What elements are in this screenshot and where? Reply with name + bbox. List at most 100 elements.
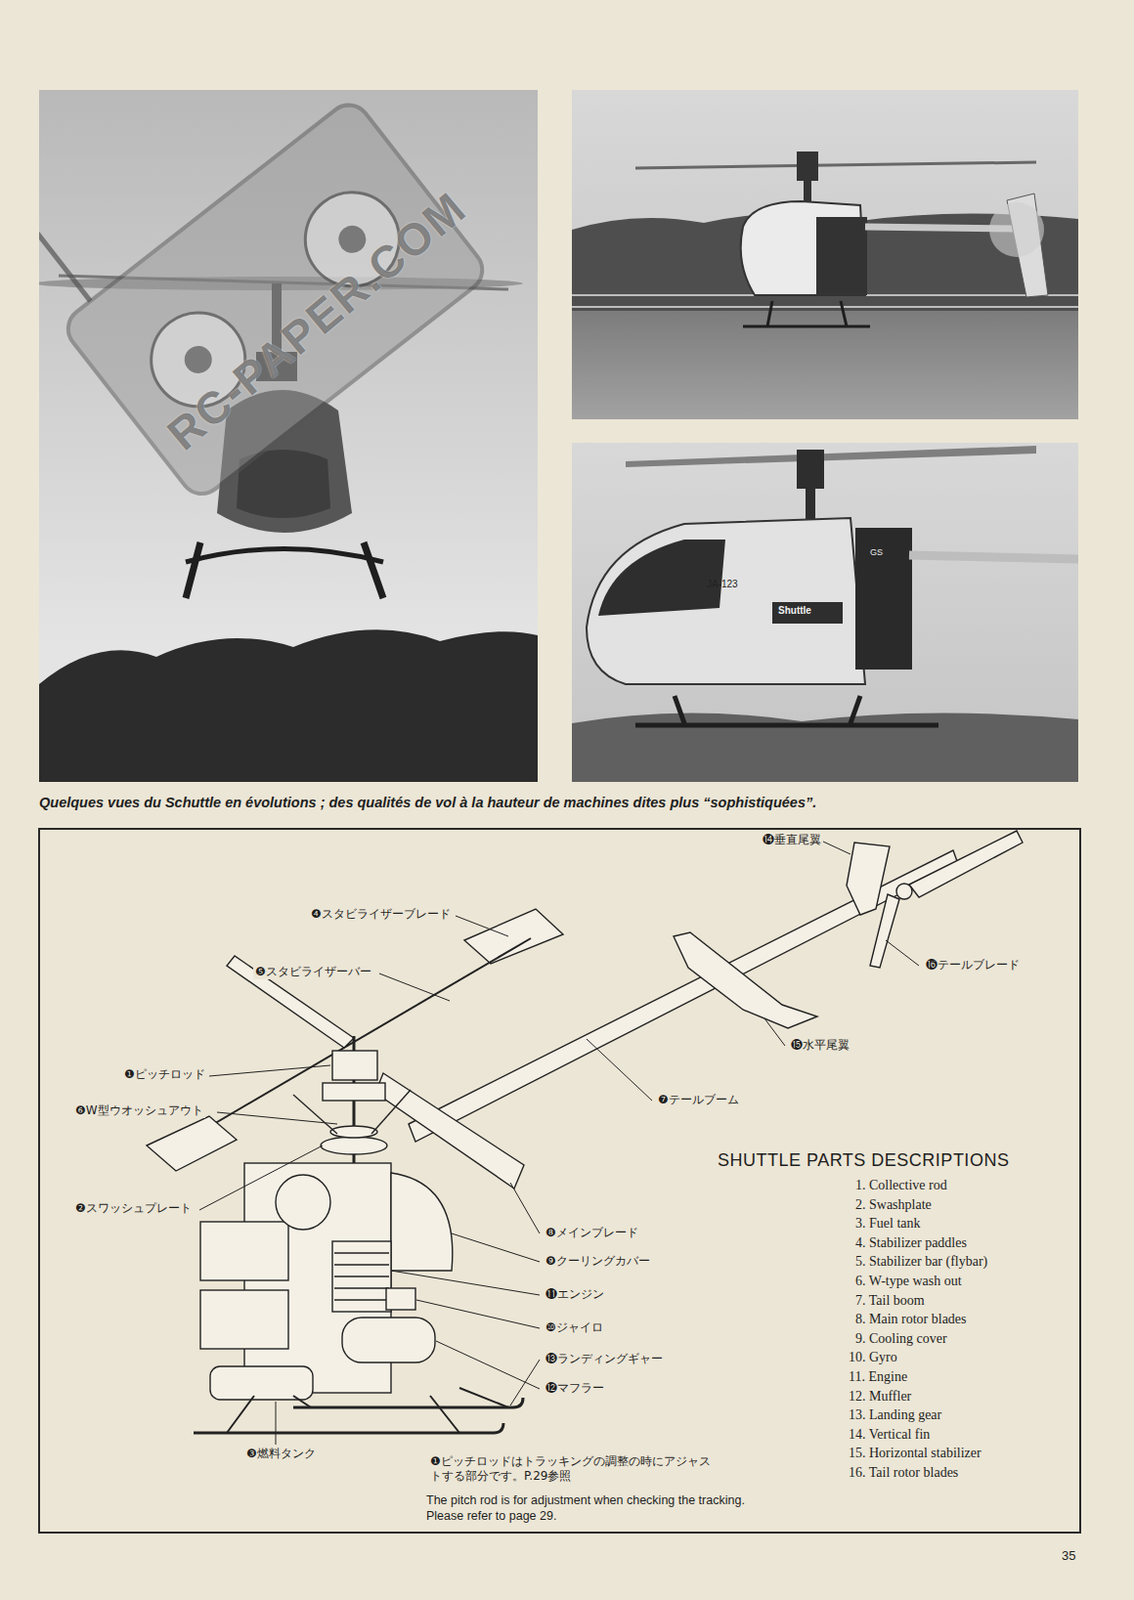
drawing-part (217, 1112, 338, 1125)
helicopter-drawing (146, 830, 1023, 1434)
part-callout: ❽メインブレード (543, 1225, 641, 1241)
drawing-part (805, 488, 816, 524)
drawing-part (293, 1397, 524, 1408)
drawing-part (909, 555, 1079, 560)
part-callout: ❷スワッシュプレート (73, 1201, 194, 1217)
drawing-part (200, 1290, 289, 1350)
parts-list-item: 3. Fuel tank (848, 1215, 921, 1233)
drawing-part (226, 1388, 509, 1434)
parts-heading: SHUTTLE PARTS DESCRIPTIONS (717, 1149, 1009, 1173)
drawing-part (571, 442, 1079, 783)
drawing-part (816, 217, 868, 296)
drawing-part (200, 1221, 289, 1281)
leader-lines (199, 841, 919, 1445)
parts-list-item: 8. Main rotor blades (848, 1310, 967, 1329)
drawing-part (293, 1094, 338, 1134)
part-callout: ❸燃料タンク (244, 1446, 318, 1462)
drawing-part (909, 830, 1023, 898)
part-callout: ⓮垂直尾翼 (760, 832, 824, 848)
drawing-part (416, 1300, 540, 1329)
watermark: RC-PAPER.COM (156, 180, 479, 464)
part-callout: ❿ジャイロ (543, 1320, 606, 1336)
drawing-part (146, 1116, 237, 1172)
drawing-part (185, 542, 384, 599)
drawing-part (455, 915, 509, 937)
logo-text: Shuttle (778, 605, 812, 618)
drawing-part (764, 1018, 786, 1047)
part-callout: ⓬マフラー (543, 1381, 607, 1396)
drawing-part (391, 1270, 540, 1296)
drawing-part (332, 1241, 392, 1312)
drawing-part (185, 549, 384, 564)
page-number: 35 (1061, 1548, 1076, 1565)
drawing-part (334, 1253, 390, 1301)
drawing-part (39, 189, 91, 302)
part-callout: ⓯水平尾翼 (788, 1038, 852, 1053)
drawing-part (635, 696, 939, 726)
drawing-part (275, 1401, 277, 1445)
drawing-part (371, 1090, 411, 1134)
parts-list-item: 5. Stabilizer bar (flybar) (848, 1253, 988, 1271)
part-callout: ❾クーリングカバー (543, 1254, 653, 1269)
part-callout: ⓰テールブレード (923, 958, 1022, 973)
part-callout: ❼テールブーム (655, 1092, 742, 1108)
parts-list-item: 13. Landing gear (848, 1406, 942, 1425)
drawing-part (989, 202, 1045, 258)
drawing-part (673, 932, 818, 1029)
drawing-part (375, 1073, 524, 1189)
drawing-part (59, 96, 491, 503)
parts-list-item: 7. Tail boom (848, 1292, 925, 1310)
footnote-english: The pitch rod is for adjustment when che… (426, 1493, 749, 1525)
photo-close-hover (571, 442, 1079, 783)
parts-list-item: 6. W-type wash out (848, 1272, 962, 1291)
drawing-part (436, 1341, 540, 1390)
drawing-part (386, 1288, 416, 1310)
drawing-part (210, 1366, 313, 1400)
drawing-part (635, 162, 1037, 169)
part-callout: ⓭ランディングギャー (543, 1352, 665, 1367)
drawing-part (870, 894, 900, 968)
drawing-part (772, 602, 843, 624)
drawing-part (320, 1136, 388, 1155)
drawing-part (209, 1065, 331, 1077)
diagram-frame (39, 828, 1081, 1533)
drawing-part (199, 1145, 323, 1211)
parts-list-item: 1. Collective rod (848, 1177, 948, 1195)
part-callout: ⓫エンジン (543, 1287, 607, 1303)
watermark-transmitter (39, 89, 491, 503)
parts-list-item: 11. Engine (848, 1368, 908, 1387)
drawing-part (896, 883, 913, 900)
drawing-part (586, 1039, 653, 1101)
drawing-part (796, 449, 825, 489)
part-callout: ❶ピッチロッド (122, 1067, 208, 1083)
drawing-part (885, 940, 919, 966)
parts-list-item: 10. Gyro (848, 1349, 898, 1367)
drawing-part (275, 1175, 331, 1230)
drawing-part (322, 1083, 386, 1101)
parts-list-item: 2. Swashplate (848, 1196, 932, 1215)
part-callout: ❺スタビライザーバー (253, 964, 374, 980)
photo-front-view (39, 89, 538, 783)
engine-marking: GS (870, 547, 883, 559)
photo-side-hover (571, 89, 1079, 420)
parts-list-item: 9. Cooling cover (848, 1330, 948, 1349)
part-callout: ❹スタビライザーブレード (308, 907, 453, 922)
drawing-part (193, 1423, 504, 1434)
parts-list-item: 15. Horizontal stabilizer (848, 1444, 982, 1463)
parts-list-item: 14. Vertical fin (848, 1426, 930, 1444)
footnote-japanese: ❶ピッチロッドはトラッキングの調整の時にアジャストする部分です。P.29参照 (428, 1454, 718, 1484)
part-callout: ❻W型ウオッシュアウト (73, 1103, 206, 1119)
drawing-part (330, 1126, 378, 1138)
drawing-part (571, 305, 1079, 308)
drawing-part (796, 151, 819, 181)
parts-list-item: 16. Tail rotor blades (848, 1464, 959, 1483)
drawing-part (571, 89, 1079, 420)
drawing-part (846, 842, 890, 916)
drawing-part (451, 1233, 540, 1263)
drawing-part (742, 301, 871, 327)
drawing-part (598, 539, 726, 616)
drawing-part (39, 89, 538, 783)
drawing-part (510, 1182, 540, 1234)
drawing-part (183, 938, 531, 1142)
drawing-part (586, 518, 866, 685)
